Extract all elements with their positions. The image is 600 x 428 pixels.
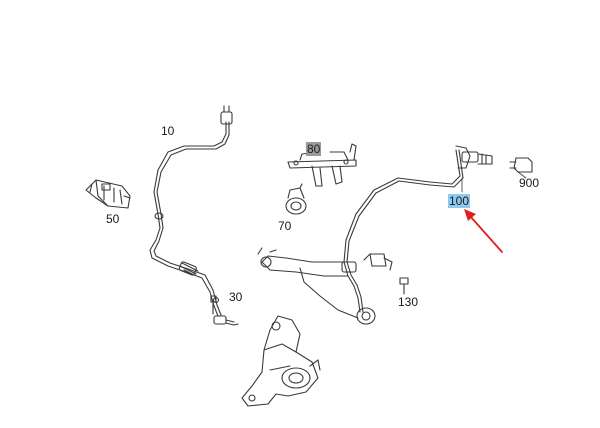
callout-70: 70 bbox=[278, 219, 292, 233]
part-10-sensor-cable bbox=[149, 105, 239, 326]
callout-30: 30 bbox=[229, 290, 243, 304]
callout-80: 80 bbox=[306, 142, 322, 156]
part-50-bracket bbox=[85, 179, 131, 209]
pointer-arrow bbox=[464, 209, 503, 253]
part-130-bolt bbox=[399, 277, 409, 295]
callout-130: 130 bbox=[398, 295, 419, 309]
callout-100: 100 bbox=[448, 194, 471, 208]
part-900-connector bbox=[509, 157, 533, 173]
part-100-sensor-cable bbox=[257, 145, 493, 325]
steering-knuckle bbox=[241, 315, 321, 407]
part-30-bolt bbox=[210, 295, 217, 315]
part-70-clip bbox=[285, 183, 307, 215]
callout-50: 50 bbox=[106, 212, 120, 226]
callout-900: 900 bbox=[519, 176, 540, 190]
part-80-clip-holder bbox=[287, 143, 357, 187]
callout-10: 10 bbox=[161, 124, 175, 138]
